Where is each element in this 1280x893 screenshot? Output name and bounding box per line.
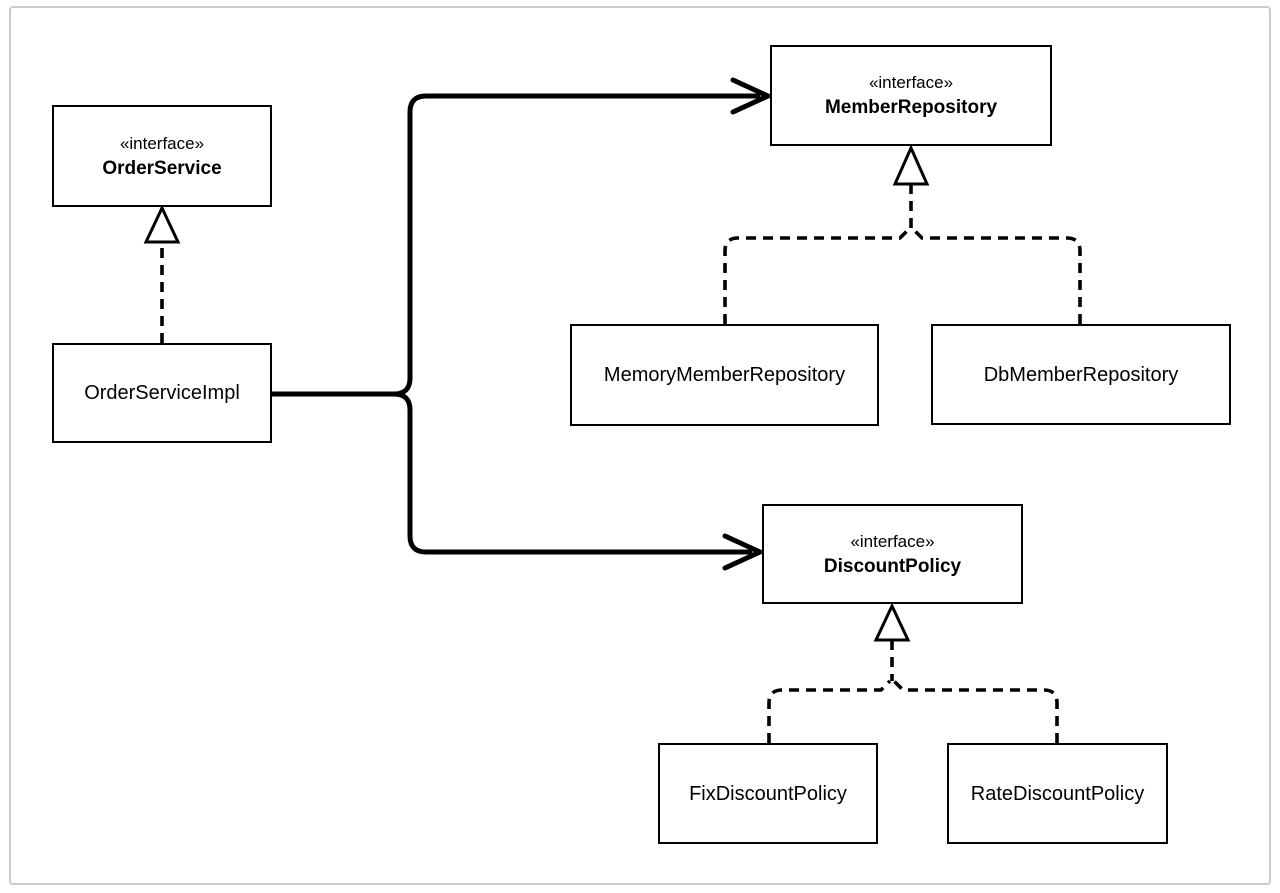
open-arrowhead-member-repository <box>730 77 771 115</box>
class-box-order-service-impl: OrderServiceImpl <box>52 343 272 443</box>
hollow-triangle-member-repository <box>892 144 930 186</box>
class-box-rate-discount-policy: RateDiscountPolicy <box>947 743 1168 844</box>
class-name-memory-member-repository: MemoryMemberRepository <box>603 364 846 386</box>
class-box-discount-policy: «interface» DiscountPolicy <box>762 504 1023 604</box>
class-box-order-service: «interface» OrderService <box>52 105 272 207</box>
class-name-fix-discount-policy: FixDiscountPolicy <box>689 782 847 805</box>
realization-branch-rate-discount-policy <box>892 679 1059 743</box>
realization-branch-db-member-repository <box>911 227 1082 324</box>
class-name-db-member-repository: DbMemberRepository <box>983 363 1179 386</box>
class-name-rate-discount-policy: RateDiscountPolicy <box>970 782 1145 805</box>
open-arrowhead-discount-policy <box>722 533 763 571</box>
class-box-fix-discount-policy: FixDiscountPolicy <box>658 743 878 844</box>
dependency-edge-discount-policy <box>269 391 753 555</box>
class-box-memory-member-repository: MemoryMemberRepository <box>570 324 879 426</box>
realization-branch-fix-discount-policy <box>767 679 892 743</box>
class-name-order-service-impl: OrderServiceImpl <box>84 382 240 404</box>
stereotype-label: «interface» <box>119 133 205 153</box>
class-name-discount-policy: DiscountPolicy <box>823 555 962 577</box>
hollow-triangle-order-service <box>143 204 181 244</box>
class-name-member-repository: MemberRepository <box>824 97 998 118</box>
stereotype-label: «interface» <box>868 73 954 92</box>
hollow-triangle-discount-policy <box>873 602 911 642</box>
class-name-order-service: OrderService <box>102 157 222 179</box>
realization-branch-memory-member-repository <box>723 227 911 324</box>
class-box-member-repository: «interface» MemberRepository <box>770 45 1052 146</box>
class-box-db-member-repository: DbMemberRepository <box>931 324 1231 425</box>
stereotype-label: «interface» <box>850 531 935 551</box>
